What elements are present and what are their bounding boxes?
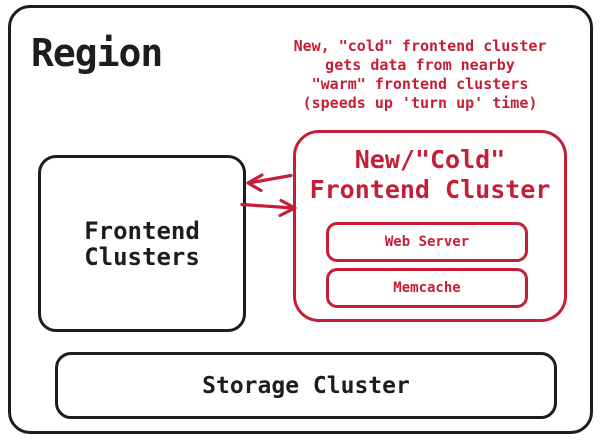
frontend-clusters-box: Frontend Clusters (38, 155, 246, 332)
annotation-line: "warm" frontend clusters (311, 75, 529, 93)
annotation-line: (speeds up 'turn up' time) (302, 94, 538, 112)
memcache-box: Memcache (326, 268, 528, 308)
storage-cluster-box: Storage Cluster (55, 352, 557, 419)
storage-cluster-label: Storage Cluster (202, 372, 410, 399)
annotation-line: gets data from nearby (325, 56, 515, 74)
cold-frontend-cluster-box: New/"Cold" Frontend Cluster Web Server M… (293, 130, 567, 322)
region-container-box (8, 5, 593, 434)
cold-frontend-cluster-title: New/"Cold" Frontend Cluster (309, 145, 551, 204)
cold-cluster-annotation: New, "cold" frontend cluster gets data f… (266, 37, 574, 113)
frontend-clusters-label: Frontend Clusters (84, 216, 200, 271)
web-server-label: Web Server (384, 234, 470, 250)
memcache-label: Memcache (393, 280, 461, 296)
region-label: Region (31, 31, 163, 75)
web-server-box: Web Server (326, 222, 528, 262)
annotation-line: New, "cold" frontend cluster (293, 37, 547, 55)
